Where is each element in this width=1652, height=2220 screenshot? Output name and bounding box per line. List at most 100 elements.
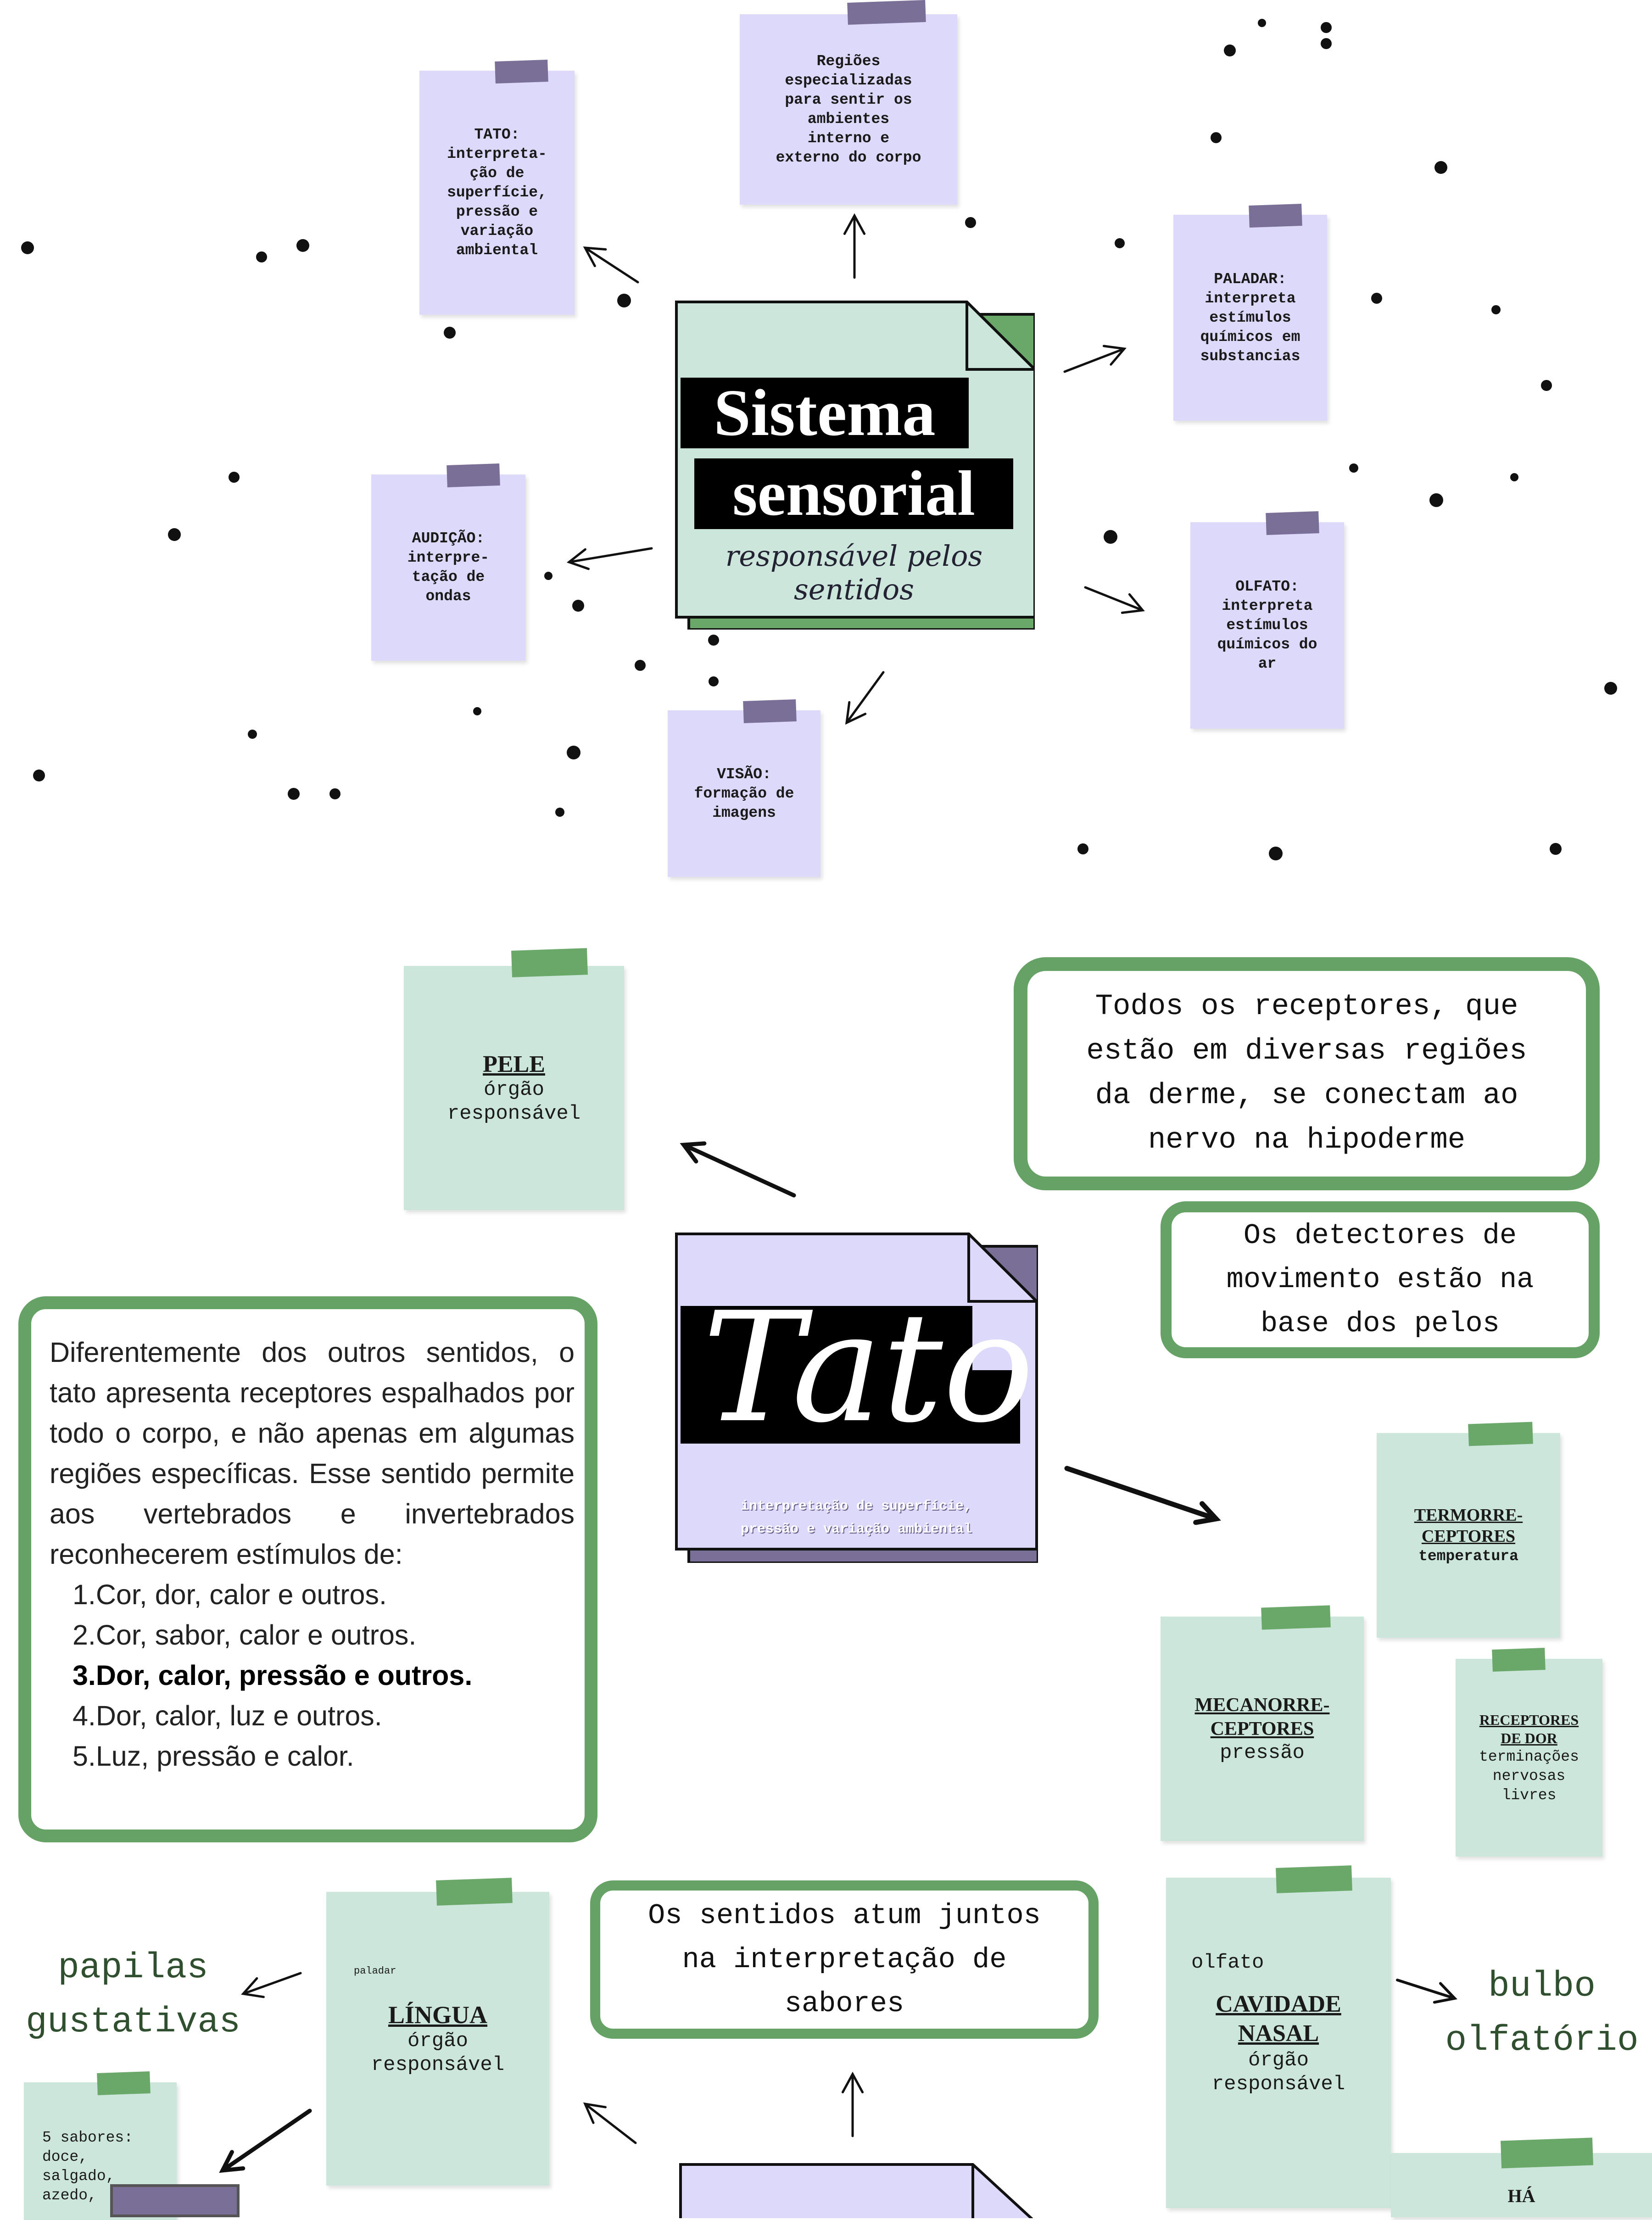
tape <box>743 699 797 723</box>
note-mecanorreceptores: MECANORRE- CEPTORES pressão <box>1161 1605 1364 1841</box>
folded-page-icon <box>679 2163 1033 2218</box>
ink-dot <box>256 251 267 262</box>
note-ha: HÁ <box>1391 2137 1652 2217</box>
note-regioes: Regiões especializadas para sentir os am… <box>740 0 957 205</box>
note-text: VISÃO: formação de imagens <box>694 765 794 821</box>
note-visao: VISÃO: formação de imagens <box>668 699 820 877</box>
tape <box>1249 204 1302 228</box>
ink-dot <box>288 788 300 800</box>
tato-title: Tato <box>703 1280 1034 1456</box>
option-2[interactable]: 2.Cor, sabor, calor e outros. <box>73 1619 417 1651</box>
note-text: órgão responsável <box>447 1078 581 1125</box>
ink-dot <box>1434 161 1447 174</box>
note-text: PALADAR: interpreta estímulos químicos e… <box>1200 270 1300 365</box>
box-text: Todos os receptores, que estão em divers… <box>1086 990 1527 1157</box>
ink-dot <box>1104 530 1117 544</box>
ink-dot <box>709 676 719 686</box>
box-text: Os sentidos atum juntos na interpretação… <box>648 1899 1041 2020</box>
tape <box>1261 1605 1331 1630</box>
note-title: LÍNGUA <box>388 2001 488 2029</box>
ink-dot <box>1541 380 1552 391</box>
tape <box>446 463 500 487</box>
info-box-receptores: Todos os receptores, que estão em divers… <box>1014 957 1600 1190</box>
option-5[interactable]: 5.Luz, pressão e calor. <box>73 1740 354 1772</box>
note-title: CAVIDADE NASAL <box>1216 1991 1341 2047</box>
tape <box>1266 511 1319 535</box>
arrow <box>583 2102 637 2144</box>
tape <box>511 948 588 977</box>
box-text: Os detectores de movimento estão na base… <box>1226 1219 1534 1340</box>
arrow <box>845 671 885 725</box>
arrow <box>583 246 639 284</box>
note-receptores-dor: RECEPTORES DE DOR terminações nervosas l… <box>1456 1648 1602 1857</box>
note-title: TERMORRE- CEPTORES <box>1414 1506 1523 1546</box>
ink-dot <box>1269 847 1283 860</box>
ink-dot <box>567 746 580 759</box>
arrow <box>566 547 653 570</box>
title-line-2: sensorial <box>694 458 1013 529</box>
ink-dot <box>1321 38 1332 49</box>
ink-dot <box>708 635 719 646</box>
note-text: AUDIÇÃO: interpre- tação de ondas <box>407 530 490 605</box>
option-4[interactable]: 4.Dor, calor, luz e outros. <box>73 1700 382 1731</box>
arrow <box>843 213 866 279</box>
note-title: MECANORRE- CEPTORES <box>1194 1694 1330 1740</box>
tape <box>1501 2137 1593 2169</box>
sistema-sensorial-card: Sistema sensorial responsável pelos sent… <box>675 301 1035 630</box>
note-pele: PELE órgão responsável <box>404 948 624 1210</box>
info-box-sabores: Os sentidos atum juntos na interpretação… <box>590 1880 1099 2039</box>
subtitle: responsável pelos sentidos <box>725 539 983 606</box>
ink-dot <box>296 239 309 252</box>
note-text: TATO: interpreta- ção de superfície, pre… <box>447 126 547 259</box>
note-paladar: PALADAR: interpreta estímulos químicos e… <box>1173 204 1327 421</box>
question-text: Diferentemente dos outros sentidos, o ta… <box>50 1337 575 1570</box>
option-1[interactable]: 1.Cor, dor, calor e outros. <box>73 1579 387 1610</box>
papilas-gustativas-label: papilas gustativas <box>25 1948 241 2042</box>
note-tato: TATO: interpreta- ção de superfície, pre… <box>419 60 575 315</box>
note-text: Regiões especializadas para sentir os am… <box>776 52 921 166</box>
ink-dot <box>1321 22 1332 33</box>
note-text: órgão responsável <box>371 2030 505 2076</box>
ink-dot <box>617 294 631 307</box>
note-text: órgão responsável <box>1211 2049 1345 2096</box>
note-termorreceptores: TERMORRE- CEPTORES temperatura <box>1377 1422 1560 1638</box>
mini-card <box>110 2184 240 2217</box>
note-text: HÁ <box>1507 2186 1535 2206</box>
ink-dot <box>33 770 45 781</box>
tape <box>1276 1865 1352 1893</box>
ink-dot <box>1224 45 1236 56</box>
note-olfato: OLFATO: interpreta estímulos químicos do… <box>1190 511 1344 729</box>
bulbo-olfatorio-label: bulbo olfatório <box>1445 1966 1639 2061</box>
ink-dot <box>248 730 257 739</box>
tato-subtitle: interpretação de superfície, pressão e v… <box>740 1499 972 1537</box>
ink-dot <box>1491 305 1501 314</box>
ink-dot <box>444 327 456 339</box>
ink-dot <box>1371 293 1382 304</box>
ink-dot <box>1349 463 1358 473</box>
ink-dot <box>544 572 553 580</box>
ink-dot <box>555 808 564 817</box>
note-title: PELE <box>483 1051 545 1077</box>
ink-dot <box>1510 473 1518 481</box>
note-text: 5 sabores: doce, salgado, azedo, <box>42 2129 134 2204</box>
ink-dot <box>635 660 646 671</box>
tape <box>495 60 548 84</box>
arrow <box>680 1141 796 1198</box>
tape <box>436 1878 513 1906</box>
tape <box>1492 1648 1546 1672</box>
ink-dot <box>473 707 481 715</box>
note-text: terminações nervosas livres <box>1479 1748 1579 1804</box>
tape <box>847 0 926 25</box>
ink-dot <box>1604 682 1617 695</box>
arrow <box>219 2108 312 2173</box>
paladar-olfato-card <box>679 2163 1038 2218</box>
note-lingua: paladar LÍNGUA órgão responsável <box>326 1878 549 2186</box>
option-3-correct[interactable]: 3.Dor, calor, pressão e outros. <box>73 1660 473 1691</box>
note-label: olfato <box>1191 1951 1264 1974</box>
ink-dot <box>572 600 584 612</box>
arrow <box>1396 1979 1457 2004</box>
ink-dot <box>168 528 181 541</box>
arrow <box>841 2071 864 2137</box>
folded-page-icon <box>675 1233 1038 1563</box>
note-cavidade-nasal: olfato CAVIDADE NASAL órgão responsável <box>1166 1865 1391 2208</box>
